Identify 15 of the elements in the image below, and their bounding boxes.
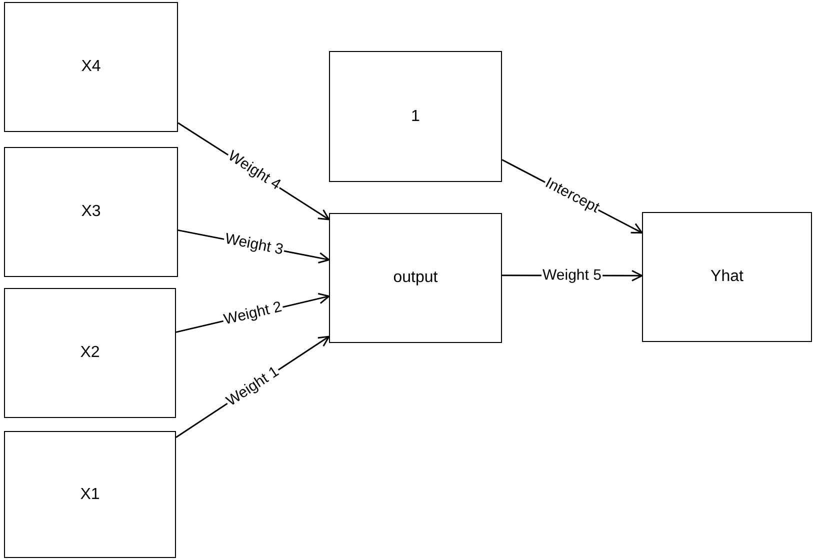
process-box	[4, 431, 176, 558]
box-label: X4	[81, 58, 101, 76]
process-box	[642, 212, 812, 342]
process-box	[4, 2, 178, 132]
box-label: output	[393, 269, 438, 287]
box-label: X3	[81, 203, 101, 221]
box-label: 1	[411, 108, 420, 126]
box-label: X1	[80, 486, 100, 504]
box-label: X2	[80, 344, 100, 362]
edge-label: Weight 5	[542, 267, 602, 284]
box-label: Yhat	[710, 268, 744, 286]
process-box	[329, 51, 502, 182]
process-box	[329, 213, 502, 343]
process-box	[4, 288, 176, 418]
process-box	[4, 147, 178, 277]
